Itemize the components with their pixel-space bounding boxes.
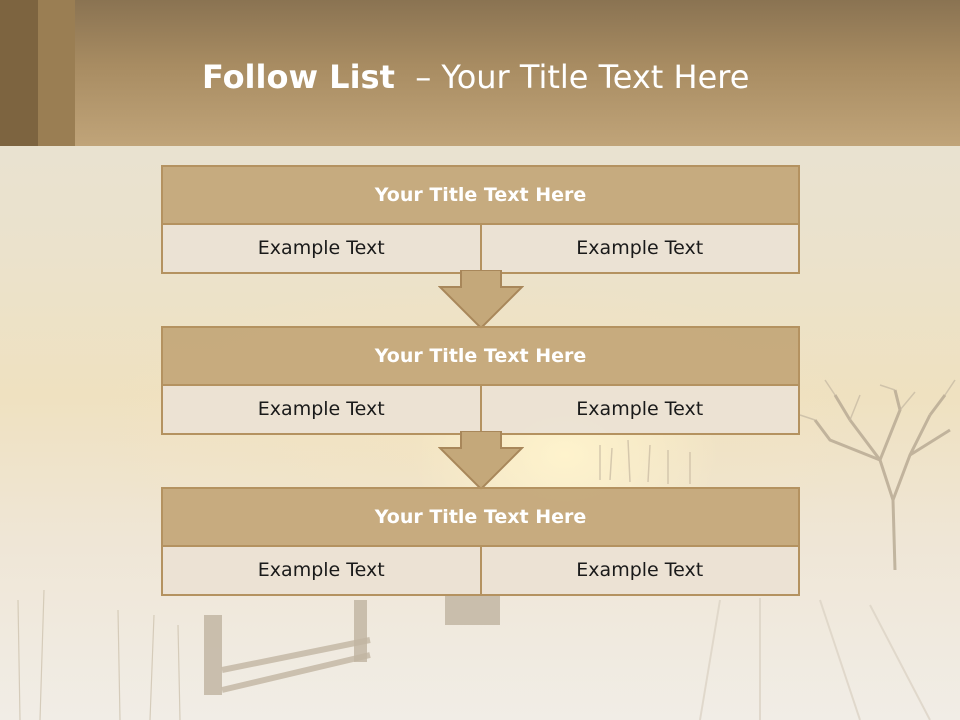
down-arrow-icon <box>438 270 524 330</box>
block-cell-left: Example Text <box>163 386 480 433</box>
header-band: Follow List – Your Title Text Here <box>0 0 960 146</box>
block-row: Example Text Example Text <box>161 225 800 274</box>
block-row: Example Text Example Text <box>161 547 800 596</box>
block-title: Your Title Text Here <box>161 326 800 386</box>
list-block-1: Your Title Text Here Example Text Exampl… <box>161 165 800 274</box>
title-bold: Follow List <box>202 58 395 96</box>
block-title: Your Title Text Here <box>161 487 800 547</box>
block-cell-left: Example Text <box>163 547 480 594</box>
title-rest: – Your Title Text Here <box>394 58 750 96</box>
block-cell-left: Example Text <box>163 225 480 272</box>
block-cell-right: Example Text <box>479 386 798 433</box>
block-title: Your Title Text Here <box>161 165 800 225</box>
block-cell-right: Example Text <box>479 547 798 594</box>
down-arrow-icon <box>438 431 524 491</box>
page-title: Follow List – Your Title Text Here <box>202 54 749 100</box>
list-block-2: Your Title Text Here Example Text Exampl… <box>161 326 800 435</box>
list-block-3: Your Title Text Here Example Text Exampl… <box>161 487 800 596</box>
block-row: Example Text Example Text <box>161 386 800 435</box>
header-accent-bar <box>0 0 38 146</box>
block-cell-right: Example Text <box>479 225 798 272</box>
header-accent-bar-light <box>38 0 75 146</box>
